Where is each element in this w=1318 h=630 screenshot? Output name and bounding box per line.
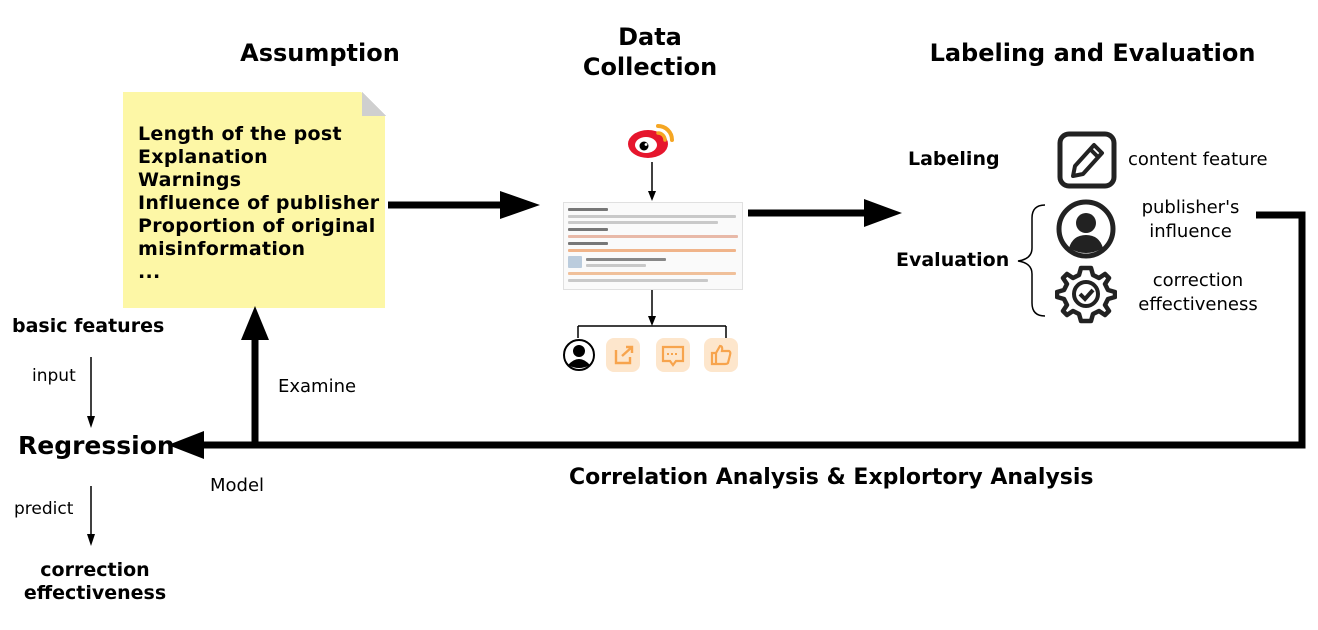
loop-line: [200, 211, 1306, 449]
like-icon: [704, 338, 738, 372]
weibo-logo-icon: [628, 124, 674, 158]
correction-effectiveness-label: correction effectiveness: [1128, 269, 1268, 317]
content-feature-label: content feature: [1128, 149, 1268, 170]
correction-effectiveness-output: correction effectiveness: [20, 559, 170, 605]
assumption-item: Influence of publisher: [138, 192, 380, 214]
predict-label: predict: [14, 499, 74, 519]
assumption-item: Proportion of original: [138, 215, 376, 237]
assumption-title: Assumption: [240, 39, 400, 67]
post-screenshot: [563, 202, 743, 290]
correlation-analysis-label: Correlation Analysis & Explortory Analys…: [569, 465, 1094, 490]
assumption-item: misinformation: [138, 238, 306, 260]
arrowhead-examine: [241, 306, 269, 340]
correction-output-line2: effectiveness: [23, 582, 167, 604]
arrowhead-data-to-labeling: [864, 199, 902, 227]
note-fold: [362, 92, 386, 116]
correction-effectiveness-line2: effectiveness: [1138, 294, 1258, 315]
correction-output-line1: correction: [40, 559, 150, 581]
gear-check-icon: [1055, 265, 1117, 324]
assumption-item: Length of the post: [138, 123, 342, 145]
publisher-influence-line1: publisher's: [1141, 197, 1240, 218]
data-collection-title: Data Collection: [560, 22, 740, 82]
data-collection-title-line2: Collection: [582, 53, 718, 81]
share-icon: [606, 338, 640, 372]
examine-label: Examine: [278, 376, 357, 397]
basic-features-label: basic features: [12, 315, 165, 337]
comment-icon: [656, 338, 690, 372]
person-icon: [1056, 199, 1116, 259]
regression-label: Regression: [18, 431, 175, 460]
arrowhead-assumption-to-data: [500, 191, 540, 219]
assumption-item: Explanation: [138, 146, 268, 168]
data-collection-title-line1: Data: [618, 23, 682, 51]
publisher-influence-label: publisher's influence: [1128, 196, 1253, 244]
evaluation-label: Evaluation: [896, 249, 1010, 271]
edit-icon: [1057, 131, 1117, 189]
model-label: Model: [210, 475, 265, 496]
correction-effectiveness-line1: correction: [1152, 270, 1244, 291]
labeling-evaluation-title: Labeling and Evaluation: [929, 39, 1256, 67]
arrowhead-regression: [168, 431, 204, 459]
assumption-item: ...: [138, 261, 161, 283]
assumption-list: Length of the post Explanation Warnings …: [138, 123, 379, 284]
publisher-influence-line2: influence: [1149, 221, 1232, 242]
assumption-item: Warnings: [138, 169, 242, 191]
assumption-note: [123, 92, 385, 308]
evaluation-brace: [1017, 204, 1046, 317]
user-icon: [563, 339, 595, 371]
labeling-label: Labeling: [908, 148, 1000, 170]
input-label: input: [32, 366, 76, 386]
